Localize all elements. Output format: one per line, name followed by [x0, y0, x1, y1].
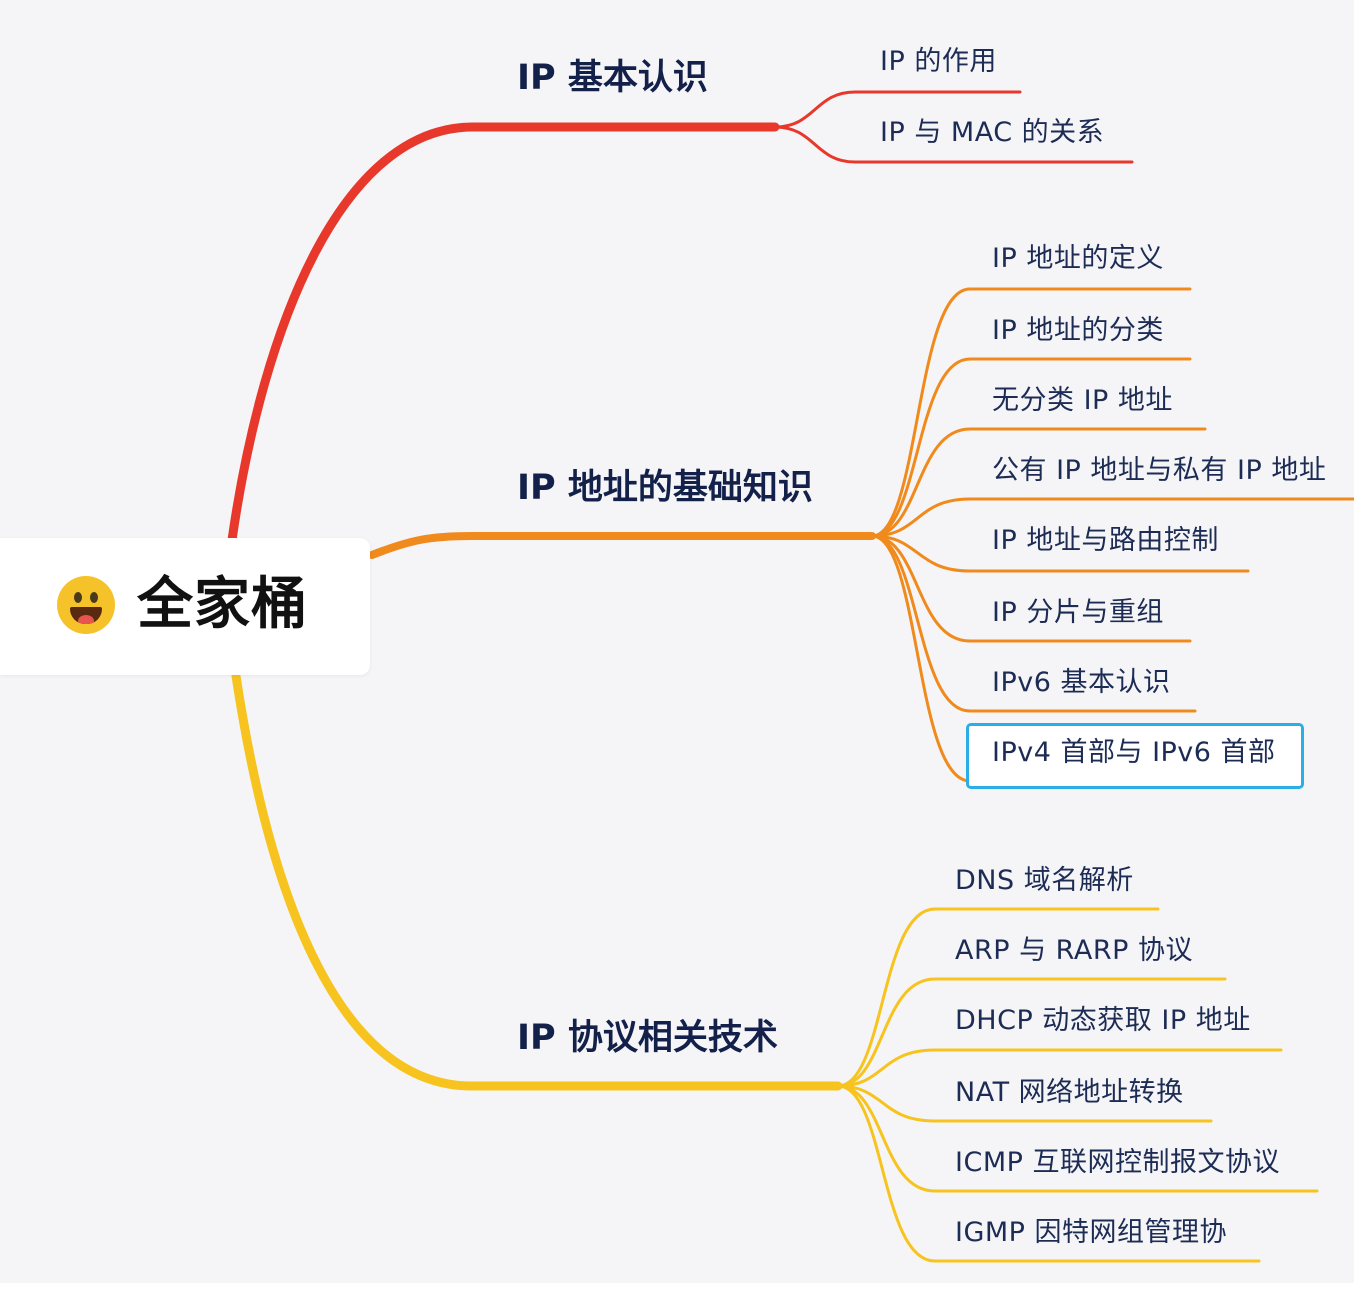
connector-branch-2-leaf-3 — [870, 497, 1354, 538]
leaf-classless-ip[interactable]: 无分类 IP 地址 — [992, 385, 1173, 416]
grinning-face-icon — [57, 576, 115, 634]
connector-branch-3-leaf-2 — [836, 1048, 1283, 1088]
connector-branch-2-leaf-2 — [870, 427, 1207, 538]
leaf-ip-purpose[interactable]: IP 的作用 — [880, 46, 997, 77]
branch-ip-related-tech[interactable]: IP 协议相关技术 — [517, 1018, 778, 1058]
connector-branch-3-leaf-1 — [836, 977, 1227, 1088]
selected-node-highlight[interactable] — [966, 723, 1304, 789]
leaf-ip-routing[interactable]: IP 地址与路由控制 — [992, 525, 1219, 556]
leaf-ip-address-classes[interactable]: IP 地址的分类 — [992, 315, 1164, 346]
leaf-ipv6-basics[interactable]: IPv6 基本认识 — [992, 667, 1171, 698]
connector-branch-1-leaf-1 — [773, 125, 1134, 164]
leaf-arp-rarp[interactable]: ARP 与 RARP 协议 — [955, 935, 1193, 966]
connector-root-branch-2 — [368, 532, 876, 559]
leaf-ip-fragmentation[interactable]: IP 分片与重组 — [992, 597, 1164, 628]
leaf-dns[interactable]: DNS 域名解析 — [955, 865, 1134, 896]
branch-ip-address-basics[interactable]: IP 地址的基础知识 — [517, 468, 813, 508]
leaf-dhcp[interactable]: DHCP 动态获取 IP 地址 — [955, 1005, 1251, 1036]
connector-branch-3-leaf-3 — [836, 1084, 1213, 1123]
connector-branch-2-leaf-0 — [870, 287, 1192, 538]
leaf-igmp[interactable]: IGMP 因特网组管理协 — [955, 1217, 1228, 1248]
leaf-ip-address-definition[interactable]: IP 地址的定义 — [992, 243, 1164, 274]
connector-branch-3-leaf-4 — [836, 1084, 1319, 1193]
connector-root-branch-3 — [231, 671, 843, 1091]
leaf-ip-mac-relation[interactable]: IP 与 MAC 的关系 — [880, 117, 1105, 148]
connector-root-branch-1 — [227, 122, 780, 545]
bottom-margin — [0, 1283, 1354, 1300]
connector-branch-3-leaf-0 — [836, 907, 1160, 1088]
connector-branch-2-leaf-5 — [870, 534, 1192, 643]
connector-branch-2-leaf-6 — [870, 534, 1197, 713]
connector-branch-1-leaf-0 — [773, 90, 1022, 129]
root-label: 全家桶 — [137, 572, 308, 637]
leaf-public-private-ip[interactable]: 公有 IP 地址与私有 IP 地址 — [992, 455, 1327, 486]
leaf-ipv4-ipv6-header[interactable]: IPv4 首部与 IPv6 首部 — [992, 737, 1276, 768]
connector-branch-3-leaf-5 — [836, 1084, 1261, 1263]
connector-branch-2-leaf-4 — [870, 534, 1250, 573]
connector-branch-2-leaf-7 — [870, 534, 1302, 783]
leaf-nat[interactable]: NAT 网络地址转换 — [955, 1077, 1184, 1108]
connector-branch-2-leaf-1 — [870, 357, 1192, 538]
leaf-icmp[interactable]: ICMP 互联网控制报文协议 — [955, 1147, 1280, 1178]
branch-ip-basics[interactable]: IP 基本认识 — [517, 58, 708, 98]
